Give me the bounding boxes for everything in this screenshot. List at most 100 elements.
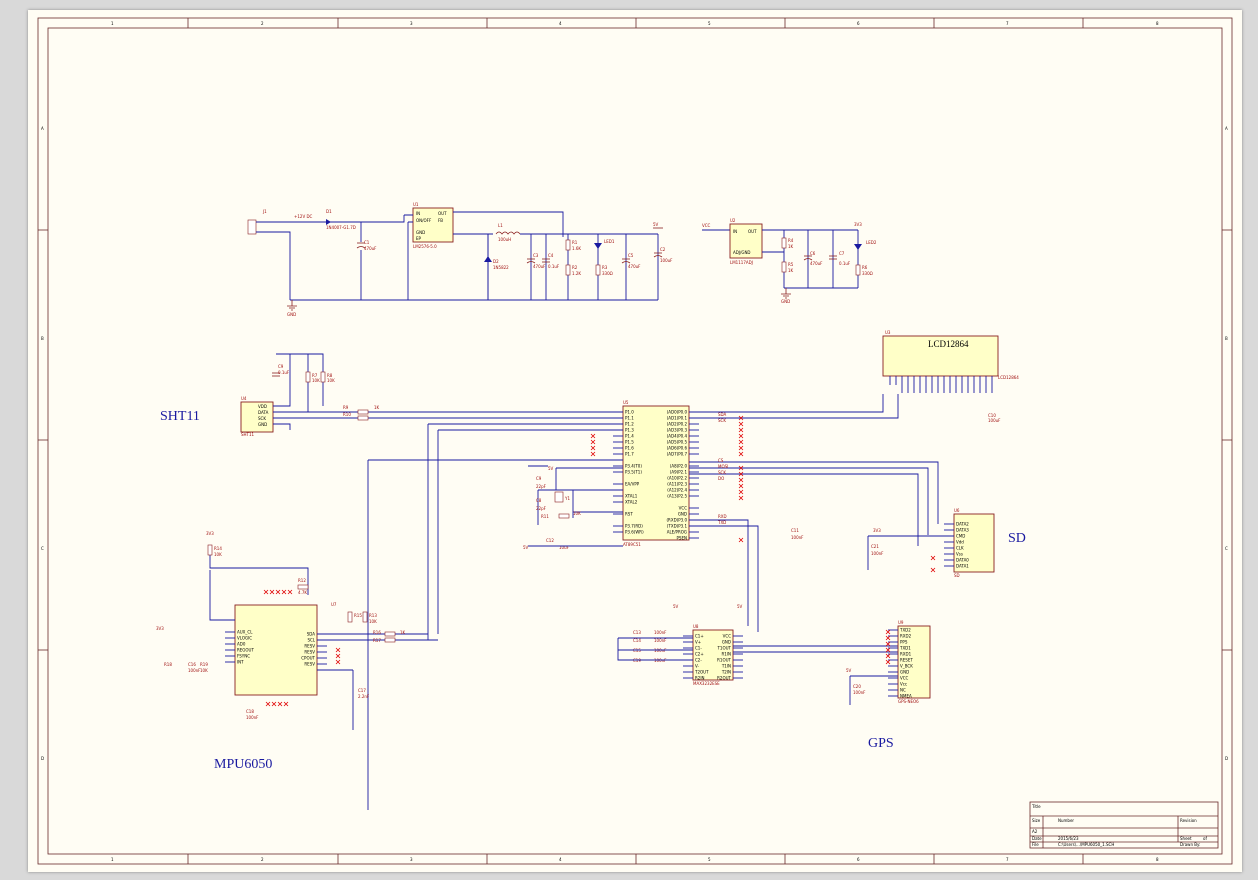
zone-col-3-top: 3 <box>410 21 413 26</box>
zone-col-7-top: 7 <box>1006 21 1009 26</box>
no-connect-marker <box>590 445 596 451</box>
resistor-r8 <box>320 371 326 383</box>
regulator-u1 <box>412 207 454 243</box>
mcu-right-pin-label: (AD5)P0.5 <box>667 440 688 445</box>
resistor-r10 <box>357 415 369 421</box>
u1-pin-fb: FB <box>438 218 443 223</box>
r1-ref: R1 <box>572 240 578 245</box>
sht-part: SHT11 <box>241 432 255 437</box>
sht-ref: U4 <box>241 396 247 401</box>
mcu-left-pins: P1.0P1.1P1.2P1.3P1.4P1.5P1.6P1.7P3.4(T0)… <box>613 410 644 535</box>
regulator-3v3-section: VCC U2 LM1117ADJ IN OUT ADJ/GND R4 1K R5… <box>702 218 877 304</box>
outer-border <box>37 17 1233 865</box>
u1-pin-ep: EP <box>416 236 422 241</box>
net-do: DO <box>718 476 724 481</box>
r19-ref: R19 <box>200 662 208 667</box>
c2-val: 100uF <box>660 258 673 263</box>
mpu-right-pin-label: RESV <box>304 644 315 649</box>
gps-module-u9 <box>897 625 931 699</box>
sht-c9-ref: C9 <box>278 364 284 369</box>
no-connect-marker <box>287 589 293 595</box>
tb-size-label: Size <box>1032 818 1041 823</box>
u1-pin-onoff: ON/OFF <box>416 218 432 223</box>
c21-ref: C21 <box>871 544 879 549</box>
c17-ref: C17 <box>358 688 366 693</box>
no-connect-marker <box>738 433 744 439</box>
rs232-u8 <box>692 629 734 681</box>
gps-pin-label: VCC <box>900 676 909 681</box>
sht-pin-vdd: VDD <box>258 404 267 409</box>
c15-ref: C15 <box>633 648 641 653</box>
mpu-left-pin-label: FSYNC <box>237 654 250 659</box>
zone-row-a-right: A <box>1225 126 1228 131</box>
schematic-sheet: 1 2 3 4 5 6 7 8 1 2 3 4 5 6 7 8 A B C D … <box>28 10 1242 872</box>
mcu-right-pin-label: (A10)P2.2 <box>667 476 687 481</box>
mcu-right-pin-label: (AD2)P0.2 <box>667 422 688 427</box>
r15-ref: R15 <box>354 613 362 618</box>
c14-ref: C14 <box>633 638 641 643</box>
c4-ref: C4 <box>548 253 554 258</box>
c6-ref: C6 <box>810 251 816 256</box>
mpu-right-pin-label: SDA <box>307 632 316 637</box>
mcu-5v-label: 5V <box>548 466 554 471</box>
max-left-pin-label: V+ <box>695 640 701 645</box>
lcd-module-u3 <box>882 335 999 377</box>
tb-drawn-label: Drawn By: <box>1180 842 1200 847</box>
sht-c9-val: 0.1uF <box>278 370 290 375</box>
max-part: MAX3232ESE <box>693 681 720 686</box>
lcd-c10-val: 100uF <box>988 418 1001 423</box>
led2 <box>854 244 862 250</box>
mcu-right-pin-label: PSEN <box>677 536 687 541</box>
no-connect-marker <box>275 589 281 595</box>
resistor-r15 <box>347 611 353 623</box>
resistor-r4 <box>781 237 787 249</box>
mcu-right-pin-label: (AD3)P0.3 <box>667 428 688 433</box>
zone-col-8-bottom: 8 <box>1156 857 1159 862</box>
u1-pin-gnd: GND <box>416 230 425 235</box>
mcu-left-pin-label: RST <box>625 512 633 517</box>
mcu-left-pin-label: EA/VPP <box>625 482 640 487</box>
gps-pin-label: TXD1 <box>899 646 911 651</box>
no-connect-marker <box>885 647 891 653</box>
dc-input-label: +12V DC <box>294 214 313 219</box>
resistor-r2 <box>565 264 571 276</box>
c11-val: 100nF <box>791 535 804 540</box>
mpu-3v3-left: 3V3 <box>156 626 164 631</box>
resistor-r3 <box>595 264 601 276</box>
max-right-pin-label: VCC <box>723 634 732 639</box>
c15-val: 100nF <box>654 648 667 653</box>
r2-val: 1.2K <box>572 271 581 276</box>
max-5v-label-2: 5V <box>737 604 743 609</box>
max-left-pin-label: C2- <box>695 658 702 663</box>
max-left-pin-label: C1- <box>695 646 702 651</box>
zone-col-5-top: 5 <box>708 21 711 26</box>
r7-ref: R7 <box>312 373 318 378</box>
mcu-left-pin-label: P1.2 <box>625 422 634 427</box>
lcd-title: LCD12864 <box>928 339 969 349</box>
net-3v3-label: 3V3 <box>854 222 862 227</box>
resistor-r9 <box>357 409 369 415</box>
u1-ref: U1 <box>413 202 419 207</box>
mcu-right-pin-label: (AD7)P0.7 <box>667 452 688 457</box>
resistor-r14 <box>207 544 213 556</box>
zone-col-2-bottom: 2 <box>261 857 264 862</box>
net-sda: SDA <box>718 412 727 417</box>
mcu-right-pin-label: (A9)P2.1 <box>670 470 688 475</box>
mcu-right-pin-label: (AD6)P0.6 <box>667 446 688 451</box>
mcu-right-pin-label: GND <box>678 512 687 517</box>
r19-val: 10K <box>200 668 208 673</box>
gps-section: GPS U9 GPS-NEO6 TXD2RXD2PPSTXD1RXD1RESET… <box>846 620 931 751</box>
mcu-right-pin-label: (A12)P2.4 <box>667 488 687 493</box>
gnd-symbol-u2 <box>781 288 791 299</box>
sht-pin-gnd: GND <box>258 422 267 427</box>
no-connect-marker <box>335 659 341 665</box>
tb-sheet-label: Sheet <box>1180 836 1192 841</box>
u1-pin-out: OUT <box>438 211 447 216</box>
zone-col-2-top: 2 <box>261 21 264 26</box>
max-right-pin-label: R1OUT <box>717 658 731 663</box>
mpu-left-pin-label: INT <box>237 660 244 665</box>
zone-row-c-left: C <box>41 546 44 551</box>
tb-sheet-of: of <box>1203 836 1207 841</box>
max-right-pin-label: R2OUT <box>717 676 731 681</box>
no-connect-marker <box>738 477 744 483</box>
